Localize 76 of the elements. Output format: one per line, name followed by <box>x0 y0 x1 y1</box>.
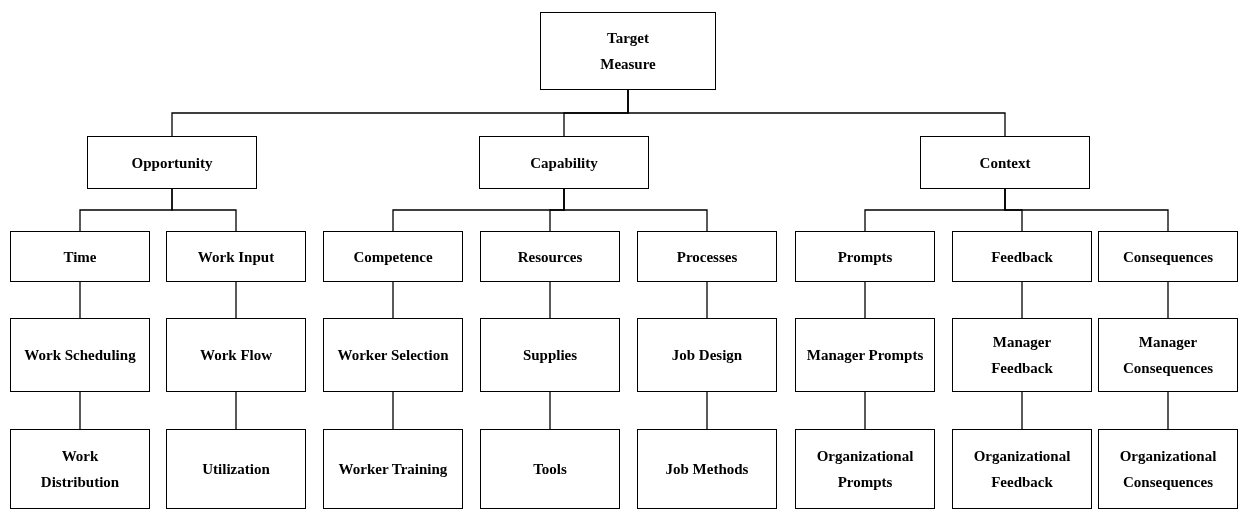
connector-line <box>864 391 866 430</box>
org-box <box>323 429 463 509</box>
box-label: Organizational Feedback <box>972 447 1072 492</box>
box-label: Tools <box>533 460 567 479</box>
box-label: Time <box>63 247 97 267</box>
box-label: Utilization <box>202 460 270 479</box>
box-label: Work Distribution <box>39 447 121 492</box>
org-box <box>637 318 777 392</box>
box-label: Job Methods <box>665 460 749 479</box>
box-label: Organizational Consequences <box>1118 447 1218 492</box>
box-label: Feedback <box>991 247 1053 267</box>
box-label: Context <box>979 153 1031 173</box>
org-box <box>637 231 777 282</box>
connector-line <box>549 391 551 430</box>
box-label: Work Input <box>197 247 275 267</box>
connector-line <box>563 188 708 232</box>
org-box <box>637 429 777 509</box>
org-box <box>10 318 150 392</box>
connector-line <box>392 281 394 319</box>
connector-line <box>627 89 1006 137</box>
org-box <box>952 318 1092 392</box>
box-label: Resources <box>517 247 583 267</box>
connector-line <box>1021 281 1023 319</box>
box-label: Capability <box>530 153 598 173</box>
connector-line <box>549 281 551 319</box>
box-label: Consequences <box>1123 247 1213 267</box>
org-box <box>480 318 620 392</box>
org-box <box>540 12 716 90</box>
box-label: Work Scheduling <box>24 346 136 365</box>
org-box <box>323 231 463 282</box>
org-box <box>479 136 649 189</box>
connector-line <box>235 281 237 319</box>
box-label: Job Design <box>671 346 743 365</box>
org-box <box>480 231 620 282</box>
org-box <box>920 136 1090 189</box>
box-label: Target Measure <box>599 29 657 74</box>
connector-line <box>1167 281 1169 319</box>
connector-line <box>235 391 237 430</box>
org-box <box>166 318 306 392</box>
org-box <box>952 429 1092 509</box>
org-box <box>166 231 306 282</box>
connector-line <box>1021 391 1023 430</box>
org-box <box>480 429 620 509</box>
box-label: Worker Training <box>338 460 448 479</box>
connector-line <box>392 391 394 430</box>
box-label: Manager Consequences <box>1122 333 1214 378</box>
box-label: Competence <box>353 247 433 267</box>
org-box <box>10 429 150 509</box>
box-label: Manager Feedback <box>990 333 1054 378</box>
org-box <box>1098 318 1238 392</box>
box-label: Processes <box>676 247 738 267</box>
org-box <box>795 429 935 509</box>
box-label: Prompts <box>837 247 893 267</box>
connector-line <box>79 281 81 319</box>
org-box <box>1098 429 1238 509</box>
connector-line <box>1004 188 1169 232</box>
org-box <box>10 231 150 282</box>
org-box <box>323 318 463 392</box>
org-box <box>87 136 257 189</box>
connector-line <box>1167 391 1169 430</box>
connector-line <box>171 188 237 232</box>
box-label: Manager Prompts <box>806 346 924 365</box>
box-label: Supplies <box>522 346 578 365</box>
connector-line <box>706 281 708 319</box>
org-box <box>795 231 935 282</box>
box-label: Organizational Prompts <box>815 447 915 492</box>
connector-line <box>79 391 81 430</box>
connector-line <box>864 281 866 319</box>
box-label: Worker Selection <box>337 346 449 365</box>
org-box <box>1098 231 1238 282</box>
org-box <box>795 318 935 392</box>
connector-line <box>706 391 708 430</box>
org-box <box>952 231 1092 282</box>
org-box <box>166 429 306 509</box>
box-label: Opportunity <box>131 153 213 173</box>
box-label: Work Flow <box>199 346 273 365</box>
